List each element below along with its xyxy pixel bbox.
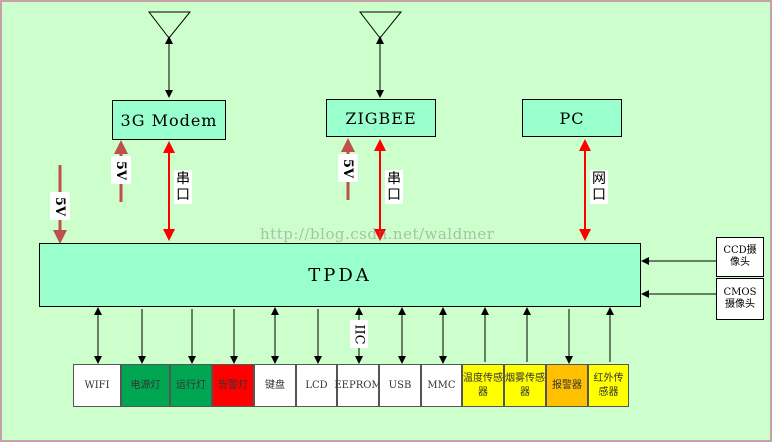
peripheral-box: USB [379, 364, 421, 407]
peripheral-box: MMC [421, 364, 462, 407]
serial-label-modem: 串 口 [174, 170, 192, 204]
zigbee-box: ZIGBEE [326, 99, 436, 137]
antenna-icon-zigbee [358, 11, 403, 98]
antenna-icon-modem [147, 11, 192, 98]
peripheral-box: 红外传感器 [588, 364, 629, 407]
watermark: http://blog.csdn.net/waldmer [260, 225, 495, 243]
power-label-zigbee: 5V [338, 154, 358, 182]
power-label-modem: 5V [111, 156, 131, 184]
peripheral-box: 温度传感器 [462, 364, 504, 407]
peripheral-links [94, 307, 614, 364]
iic-label: IIC [350, 320, 368, 348]
ccd-camera-box: CCD摄像头 [716, 237, 764, 277]
peripheral-box: 报警器 [546, 364, 588, 407]
peripheral-box: 运行灯 [170, 364, 212, 407]
power-label-left: 5V [50, 192, 70, 220]
peripheral-box: 电源灯 [121, 364, 170, 407]
peripheral-box: 键盘 [254, 364, 296, 407]
peripheral-box: EEPROM [334, 364, 382, 407]
serial-label-zigbee: 串 口 [385, 170, 403, 204]
peripheral-box: 烟雾传感器 [504, 364, 546, 407]
pc-box: PC [522, 99, 622, 137]
cmos-camera-box: CMOS摄像头 [716, 278, 764, 320]
tpda-box: TPDA [39, 243, 641, 307]
peripheral-box: WIFI [73, 364, 121, 407]
peripheral-box: LCD [296, 364, 337, 407]
peripheral-box: 告警灯 [212, 364, 254, 407]
network-label-pc: 网 口 [590, 170, 608, 204]
modem-box: 3G Modem [112, 100, 226, 140]
